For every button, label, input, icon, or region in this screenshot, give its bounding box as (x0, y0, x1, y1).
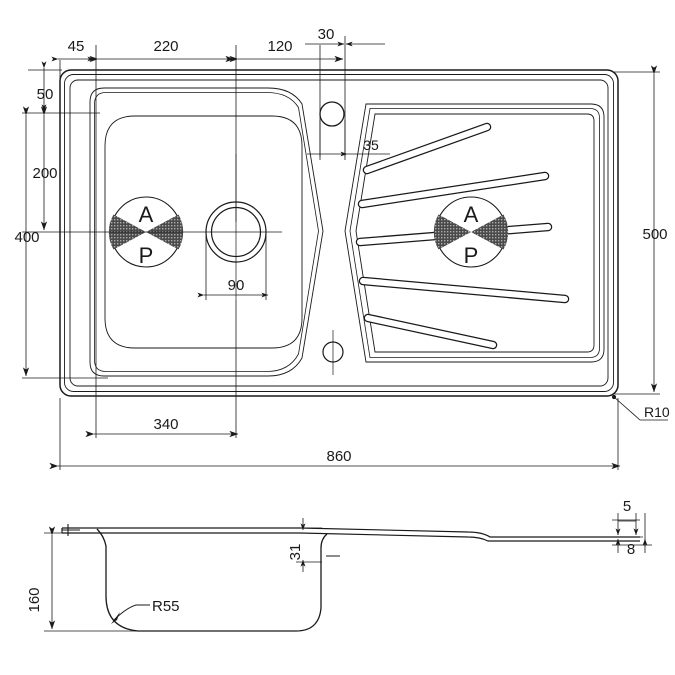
ap-marker-drainer-top-letter: A (464, 202, 479, 227)
dim-860-label: 860 (326, 448, 351, 465)
ap-marker-drainer: A P (433, 196, 509, 268)
plan-bottom-dimension-labels: 340 860 (153, 416, 351, 465)
drainer-panel (344, 103, 605, 363)
dim-8 (612, 513, 652, 553)
radius-r55-arrow (111, 612, 120, 624)
section-bowl-profile (96, 528, 328, 632)
ap-marker-bowl-bottom-letter: P (139, 243, 154, 268)
dim-220-label: 220 (153, 38, 178, 55)
plan-right-dimensions (614, 65, 660, 395)
dim-160 (44, 526, 140, 632)
section-view: 160 R55 31 5 8 (26, 498, 652, 632)
dim-31 (296, 518, 322, 572)
dim-90-label: 90 (228, 277, 245, 294)
groove-4 (358, 276, 570, 304)
plan-top-dimension-labels: 45 220 120 30 (68, 26, 335, 55)
dim-5-label: 5 (623, 498, 631, 515)
groove-2 (357, 171, 550, 209)
dim-120-label: 120 (267, 38, 292, 55)
dim-90 (197, 232, 269, 300)
plan-right-dimension-labels: 500 (642, 226, 667, 243)
radius-r55-label: R55 (152, 598, 180, 615)
dim-500-label: 500 (642, 226, 667, 243)
dim-30-label: 30 (318, 26, 335, 43)
radius-r10-label: R10 (644, 404, 670, 420)
dim-45-label: 45 (68, 38, 85, 55)
groove-5 (363, 313, 498, 350)
dim-35 (307, 120, 390, 157)
drainer-grooves (355, 122, 570, 350)
dim-400-label: 400 (14, 229, 39, 246)
sink-bowl-left (89, 87, 324, 377)
section-left-rim-hook (62, 524, 80, 536)
plan-bottom-dimensions (49, 232, 621, 470)
dim-35-label: 35 (363, 137, 379, 153)
dim-31-label: 31 (287, 544, 304, 561)
dim-8-label: 8 (627, 541, 635, 558)
dim-5 (612, 513, 643, 538)
sink-outer-body (59, 69, 619, 397)
dim-200-label: 200 (32, 165, 57, 182)
plan-view: A P A P (14, 26, 670, 470)
dim-160-label: 160 (26, 587, 43, 612)
dim-50-label: 50 (37, 86, 54, 103)
plan-left-dimension-labels: 50 200 400 (14, 86, 57, 246)
ap-marker-drainer-bottom-letter: P (464, 243, 479, 268)
radius-r10 (611, 394, 668, 421)
plan-top-dimensions (51, 36, 385, 232)
groove-1 (362, 122, 492, 175)
plan-left-dimensions (22, 61, 108, 379)
dim-340-label: 340 (153, 416, 178, 433)
ap-marker-bowl-top-letter: A (139, 202, 154, 227)
